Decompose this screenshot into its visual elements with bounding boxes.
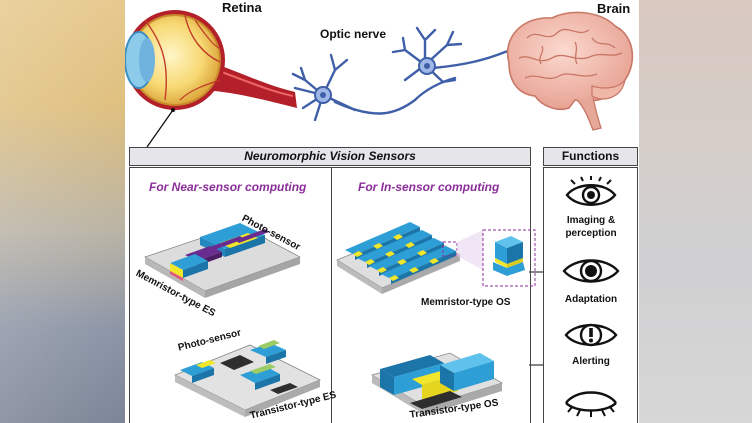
memristor-os-label: Memristor-type OS [421,297,511,308]
imaging-perception-label: Imaging & perception [565,215,617,239]
eye-open-icon [565,176,617,206]
memristor-os-device [336,222,536,294]
connector-lines [529,271,543,366]
in-sensor-title: For In-sensor computing [358,180,500,194]
retina-label: Retina [222,0,262,15]
background-right-blur [639,0,752,423]
transistor-es-device [174,340,321,417]
neuron-illustration [291,26,527,122]
adaptation-label: Adaptation [564,294,618,305]
eye-illustration [125,10,297,148]
functions-header: Functions [543,147,638,166]
brain-illustration [506,11,634,131]
functions-box [543,167,638,423]
figure-panel: Retina Optic nerve Brain Neuromorphic Vi… [125,0,639,423]
sensors-divider [331,168,333,423]
eye-closed-icon [565,391,617,417]
background-left-blur [0,0,125,423]
memristor-es-device [144,223,301,298]
near-sensor-title: For Near-sensor computing [149,180,307,194]
optic-nerve-label: Optic nerve [320,27,387,41]
brain-label: Brain [597,1,631,16]
crossbar-rows [345,222,456,284]
alerting-label: Alerting [572,356,610,367]
transistor-os-device [371,352,503,415]
neuromorphic-header: Neuromorphic Vision Sensors [129,147,531,166]
eye-exclamation-icon [564,323,618,347]
eye-iris-icon [562,259,620,283]
